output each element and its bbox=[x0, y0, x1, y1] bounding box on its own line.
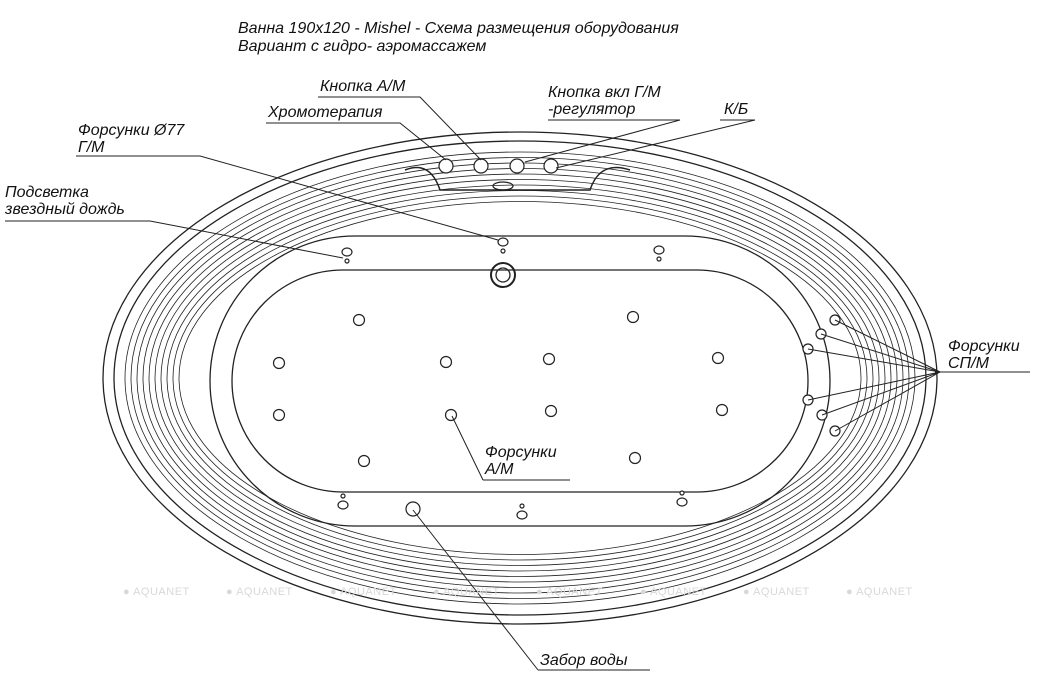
label-jets-am-2: А/М bbox=[485, 461, 514, 478]
drain bbox=[490, 262, 516, 288]
starlight-point bbox=[500, 248, 506, 254]
leader-line bbox=[266, 122, 447, 161]
label-kb: К/Б bbox=[724, 101, 749, 118]
am-jet bbox=[444, 408, 458, 422]
leader-line bbox=[412, 509, 650, 671]
watermark: ● AQUANET bbox=[330, 586, 397, 598]
label-button-am: Кнопка А/М bbox=[320, 78, 406, 95]
label-starlight-2: звездный дождь bbox=[5, 201, 125, 218]
rim-ring bbox=[136, 162, 904, 594]
gm-jet bbox=[337, 500, 349, 510]
am-jet bbox=[357, 454, 371, 468]
leader-line bbox=[76, 155, 499, 241]
control-panel-notch bbox=[404, 166, 631, 191]
gm-jet bbox=[497, 237, 509, 247]
watermark: ● AQUANET bbox=[640, 586, 707, 598]
tub-outer-rim bbox=[102, 131, 938, 625]
starlight-point bbox=[340, 493, 346, 499]
watermark: ● AQUANET bbox=[846, 586, 913, 598]
rim-ring bbox=[166, 190, 874, 566]
watermark: ● AQUANET bbox=[536, 586, 603, 598]
leader-line bbox=[834, 371, 941, 432]
leader-line bbox=[807, 371, 941, 401]
starlight-point bbox=[344, 258, 350, 264]
label-button-gm-1: Кнопка вкл Г/М bbox=[548, 84, 661, 101]
label-jets-gm-2: Г/М bbox=[78, 139, 105, 156]
am-jet bbox=[711, 351, 725, 365]
control-button bbox=[543, 158, 559, 174]
title-line-2: Вариант с гидро- аэромассажем bbox=[238, 38, 487, 55]
leader-line bbox=[834, 319, 941, 373]
starlight-point bbox=[679, 490, 685, 496]
control-button bbox=[509, 158, 525, 174]
label-jets-sp-1: Форсунки bbox=[948, 338, 1020, 355]
control-button bbox=[438, 158, 454, 174]
diagram-title: Ванна 190x120 - Mishel - Схема размещени… bbox=[238, 20, 679, 56]
label-chromotherapy: Хромотерапия bbox=[268, 104, 383, 121]
basin-floor bbox=[231, 269, 809, 493]
rim-ring bbox=[148, 173, 892, 583]
gm-jet bbox=[341, 247, 353, 257]
label-starlight-1: Подсветка bbox=[5, 184, 89, 201]
gm-jet bbox=[676, 497, 688, 507]
water-intake bbox=[405, 501, 421, 517]
leader-line bbox=[555, 119, 756, 169]
basin-outline bbox=[209, 235, 831, 527]
gm-jet bbox=[653, 245, 665, 255]
watermark: ● AQUANET bbox=[123, 586, 190, 598]
am-jet bbox=[715, 403, 729, 417]
am-jet bbox=[439, 355, 453, 369]
starlight-point bbox=[656, 256, 662, 262]
rim-ring bbox=[172, 195, 868, 561]
title-line-1: Ванна 190x120 - Mishel - Схема размещени… bbox=[238, 20, 679, 37]
am-jet bbox=[272, 356, 286, 370]
am-jet bbox=[626, 310, 640, 324]
am-jet bbox=[272, 408, 286, 422]
leader-line bbox=[821, 371, 941, 416]
leader-line bbox=[318, 96, 482, 161]
rim-ring bbox=[142, 168, 898, 588]
label-jets-sp-2: СП/М bbox=[948, 355, 989, 372]
watermark: ● AQUANET bbox=[743, 586, 810, 598]
am-jet bbox=[544, 404, 558, 418]
label-button-gm: Кнопка вкл Г/М-регулятор bbox=[548, 84, 661, 118]
rim-ring bbox=[160, 184, 880, 572]
rim-ring bbox=[178, 201, 862, 555]
control-button bbox=[473, 158, 489, 174]
am-jet bbox=[628, 451, 642, 465]
leader-line bbox=[524, 119, 681, 163]
rim-ring bbox=[130, 157, 910, 599]
am-jet bbox=[352, 313, 366, 327]
label-water-intake: Забор воды bbox=[540, 652, 628, 669]
label-jets-am-1: Форсунки bbox=[485, 444, 557, 461]
leader-line bbox=[451, 415, 570, 481]
rim-ring bbox=[124, 151, 916, 605]
watermark: ● AQUANET bbox=[433, 586, 500, 598]
starlight-point bbox=[519, 503, 525, 509]
leader-line bbox=[5, 220, 344, 259]
watermark: ● AQUANET bbox=[226, 586, 293, 598]
gm-jet bbox=[516, 510, 528, 520]
leader-line bbox=[820, 333, 941, 373]
label-button-gm-2: -регулятор bbox=[548, 101, 636, 118]
am-jet bbox=[542, 352, 556, 366]
label-jets-gm-1: Форсунки Ø77 bbox=[78, 122, 185, 139]
rim-ring bbox=[154, 179, 886, 577]
leader-line bbox=[807, 348, 941, 373]
